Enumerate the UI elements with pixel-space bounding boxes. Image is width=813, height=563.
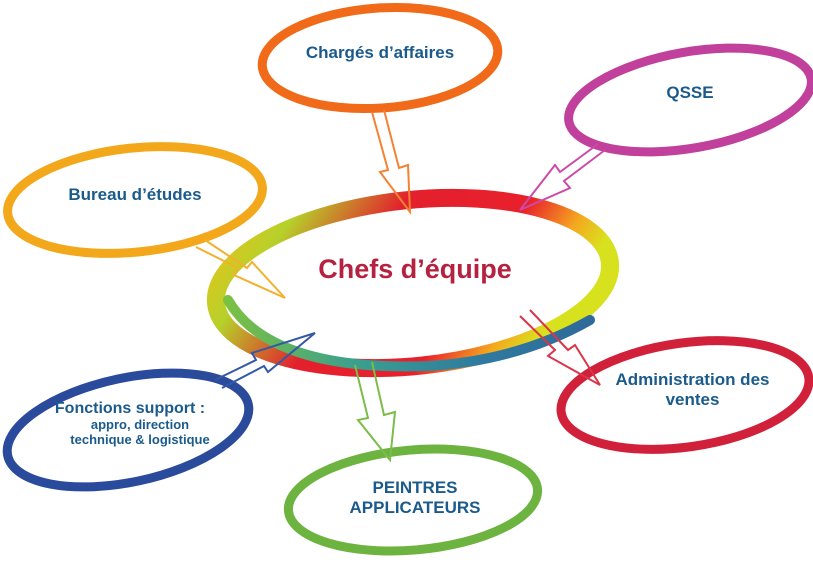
center-ring [206,188,620,378]
arrow-qsse [519,143,606,211]
node-qsse-label: QSSE [666,83,714,102]
arrow-charges [371,109,412,216]
fonctions-line3: technique & logistique [70,432,210,448]
node-charges-label: Chargés d’affaires [305,43,455,62]
node-peintres-label: PEINTRES APPLICATEURS [349,478,481,517]
node-fonctions [2,332,316,492]
node-peintres [283,361,543,556]
fonctions-line2: appro, direction [90,417,190,433]
fonctions-title: Fonctions support : [54,400,206,417]
arrow-admin [519,309,601,386]
node-admin [519,309,813,454]
arrow-fonctions [214,332,316,389]
node-admin-label: Administration des ventes [615,370,770,409]
arrow-peintres [354,361,397,463]
arrow-bureau [195,239,286,299]
node-fonctions-label: Fonctions support : appro, direction tec… [25,400,235,448]
node-bureau [3,142,286,299]
center-label: Chefs d’équipe [318,254,512,284]
node-bureau-label: Bureau d’études [68,185,202,204]
node-charges [257,2,503,216]
node-qsse [519,43,813,211]
